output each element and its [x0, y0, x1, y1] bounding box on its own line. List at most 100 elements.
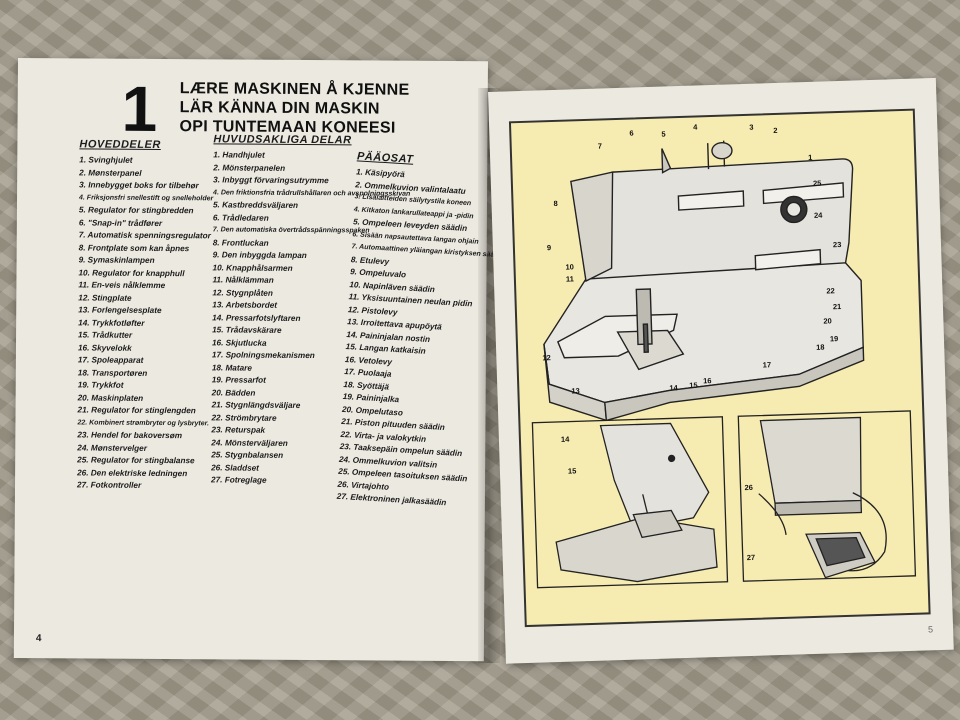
callout-number: 7	[598, 141, 602, 150]
callout-number: 12	[542, 353, 551, 362]
part-list-item: 11. En-veis nålklemme	[78, 280, 166, 291]
part-list-item: 18. Transportøren	[77, 367, 148, 378]
callout-number: 13	[571, 386, 580, 395]
left-page: 1 LÆRE MASKINEN Å KJENNE LÄR KÄNNA DIN M…	[13, 58, 505, 662]
part-list-item: 15. Trådavskärare	[212, 325, 282, 335]
callout-number: 20	[823, 316, 832, 325]
part-list-item: 19. Pressarfot	[211, 375, 266, 385]
part-list-item: 12. Stygnplåten	[212, 287, 273, 298]
part-list-item: 26. Den elektriske ledningen	[77, 467, 188, 478]
part-list-item: 18. Matare	[211, 362, 252, 373]
part-list-item: 20. Bädden	[211, 387, 256, 398]
part-list-item: 11. Nålklämman	[212, 275, 274, 285]
inset-presser-foot	[531, 416, 729, 589]
part-list-item: 27. Fotkontroller	[76, 480, 142, 490]
part-list-item: 26. Sladdset	[211, 462, 259, 473]
part-list-item: 9. Den inbyggda lampan	[212, 250, 307, 261]
part-list-item: 24. Mönsterväljaren	[211, 437, 288, 448]
chapter-headings: LÆRE MASKINEN Å KJENNE LÄR KÄNNA DIN MAS…	[179, 79, 409, 138]
part-list-item: 1. Handhjulet	[213, 150, 265, 160]
part-list-item: 17. Spolningsmekanismen	[211, 350, 315, 361]
part-list-item: 21. Stygnlängdsväljare	[211, 400, 301, 410]
chapter-number: 1	[121, 72, 158, 145]
part-list-item: 12. Stingplate	[78, 292, 132, 303]
callout-number: 25	[813, 179, 822, 188]
part-list-item: 7. Automatisk spenningsregulator	[78, 230, 211, 241]
part-list-item: 10. Regulator for knapphull	[78, 267, 185, 278]
part-list-item: 8. Frontplate som kan åpnes	[78, 242, 190, 253]
parts-column-swedish: HUVUDSAKLIGA DELAR 1. Handhjulet 2. Mönste…	[211, 133, 411, 487]
callout-number: 24	[814, 211, 823, 220]
part-list-item: 21. Regulator for stinglengden	[77, 405, 196, 416]
part-list-item: 25. Regulator for stingbalanse	[77, 455, 195, 466]
callout-number: 11	[566, 274, 574, 283]
part-list-item: 6. "Snap-in" trådfører	[78, 217, 163, 228]
part-list-item: 13. Forlengelsesplate	[78, 305, 162, 316]
part-list-item: 27. Fotreglage	[211, 475, 267, 485]
part-list-item: 3. Inbyggt förvaringsutrymme	[213, 175, 329, 186]
part-list-item: 1. Svinghjulet	[79, 155, 133, 165]
part-list-item: 13. Arbetsbordet	[212, 300, 278, 310]
page-number-left: 4	[35, 633, 42, 645]
callout-number: 10	[565, 262, 574, 271]
callout-labels-inset-left: 14 15	[561, 435, 577, 476]
chapter-heading-norwegian: LÆRE MASKINEN Å KJENNE	[179, 80, 410, 99]
part-list-item: 3. Innebygget boks for tilbehør	[79, 180, 199, 191]
callout-number: 9	[547, 243, 551, 252]
callout-number: 16	[703, 376, 712, 385]
part-list-item: 4. Den friktionsfria trådrullshållaren o…	[213, 188, 411, 198]
callout-number: 6	[629, 128, 633, 137]
part-list-item: 8. Frontluckan	[212, 237, 269, 248]
column-heading: HUVUDSAKLIGA DELAR	[213, 133, 352, 147]
part-list-item: 25. Stygnbalansen	[211, 450, 284, 460]
part-list-item: 2. Mønsterpanel	[79, 167, 142, 178]
part-list-item: 14. Trykkfotløfter	[78, 317, 145, 328]
main-machine-drawing	[543, 140, 865, 422]
part-list-item: 7. Den automatiska övertrådsspänningsspa…	[212, 226, 370, 235]
column-heading: HOVEDDELER	[79, 138, 161, 151]
callout-number: 21	[833, 302, 842, 311]
callout-number: 5	[661, 129, 665, 138]
part-list-item: 5. Regulator for stingbredden	[78, 205, 194, 216]
chapter-heading-swedish: LÄR KÄNNA DIN MASKIN	[179, 99, 380, 118]
page-number-right: 5	[927, 624, 934, 635]
callout-number: 3	[749, 123, 753, 132]
part-list-item: 4. Friksjonsfri snellestift og snellehol…	[79, 193, 214, 202]
callout-number: 15	[568, 466, 577, 475]
part-list-item: 15. Trådkutter	[78, 330, 133, 340]
part-list-item: 22. Kombinert strømbryter og lysbryter.	[77, 418, 209, 427]
callout-labels-inset-right: 26 27	[744, 483, 755, 562]
part-list-item: 22. Strömbrytare	[211, 412, 277, 423]
part-list-item: 19. Trykkfot	[77, 380, 124, 390]
part-list-item: 16. Skyvelokk	[77, 342, 132, 353]
callout-number: 17	[763, 360, 772, 369]
part-list-item: 5. Kastbreddsväljaren	[212, 200, 299, 210]
part-list-item: 20. Maskinplaten	[77, 392, 144, 403]
part-list-item: 23. Returspak	[211, 425, 266, 435]
callout-number: 26	[744, 483, 753, 492]
callout-number: 14	[669, 383, 678, 392]
parts-column-norwegian: HOVEDDELER 1. Svinghjulet 2. Mønsterpanel 3…	[77, 138, 229, 493]
callout-number: 4	[693, 122, 698, 131]
part-list-item: 2. Mönsterpanelen	[213, 162, 286, 173]
callout-number: 22	[826, 286, 835, 295]
callout-number: 2	[773, 126, 777, 135]
part-list-item: 9. Symaskinlampen	[78, 255, 155, 265]
callout-number: 23	[833, 240, 842, 249]
part-list-item: 6. Trådledaren	[212, 212, 269, 223]
callout-number: 1	[808, 153, 812, 162]
callout-number: 14	[561, 435, 570, 444]
callout-number: 19	[830, 334, 839, 343]
part-list-item: 23. Hendel for bakoversøm	[77, 430, 183, 441]
callout-number: 15	[689, 381, 698, 390]
part-list-item: 24. Mønstervelger	[77, 442, 147, 453]
callout-number: 18	[816, 343, 825, 352]
inset-foot-control	[737, 410, 917, 582]
callout-number: 27	[747, 553, 756, 562]
part-list-item: 14. Pressarfotslyftaren	[212, 312, 301, 323]
part-list-item: 17. Spoleapparat	[77, 355, 144, 365]
